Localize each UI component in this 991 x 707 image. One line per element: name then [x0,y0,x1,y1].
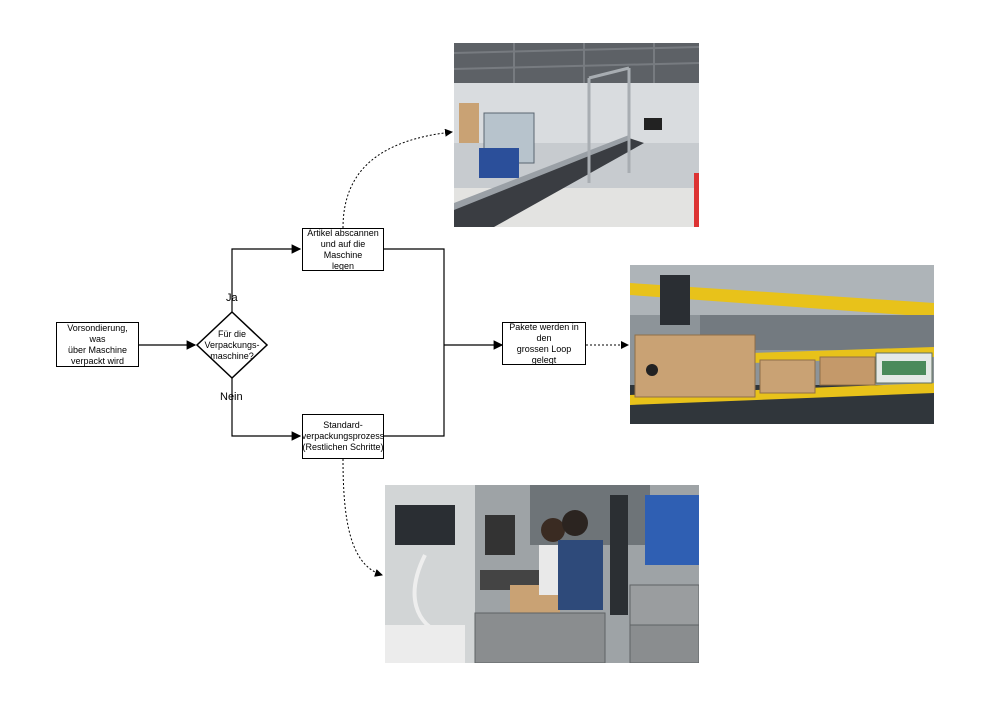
decision-diamond [195,310,269,380]
photo-conveyor-loop [630,265,934,424]
edge-decision-to-standard [231,378,302,441]
label-no: Nein [220,391,243,403]
node-standard: Standard- verpackungsprozess (Restlichen… [302,414,384,459]
edge-standard-to-photo [342,458,383,577]
edge-decision-to-scan [231,244,302,312]
node-start: Vorsondierung, was über Maschine verpack… [56,322,139,367]
edge-scan-to-merge [384,248,445,437]
photo-packaging-machine [454,43,699,227]
node-scan: Artikel abscannen und auf die Maschine l… [302,228,384,271]
node-loop: Pakete werden in den grossen Loop gelegt [502,322,586,365]
label-yes: Ja [226,292,238,304]
node-decision-label: Für die Verpackungs- maschine? [204,329,260,361]
photo-packing-station [385,485,699,663]
edge-scan-to-photo [342,128,453,229]
